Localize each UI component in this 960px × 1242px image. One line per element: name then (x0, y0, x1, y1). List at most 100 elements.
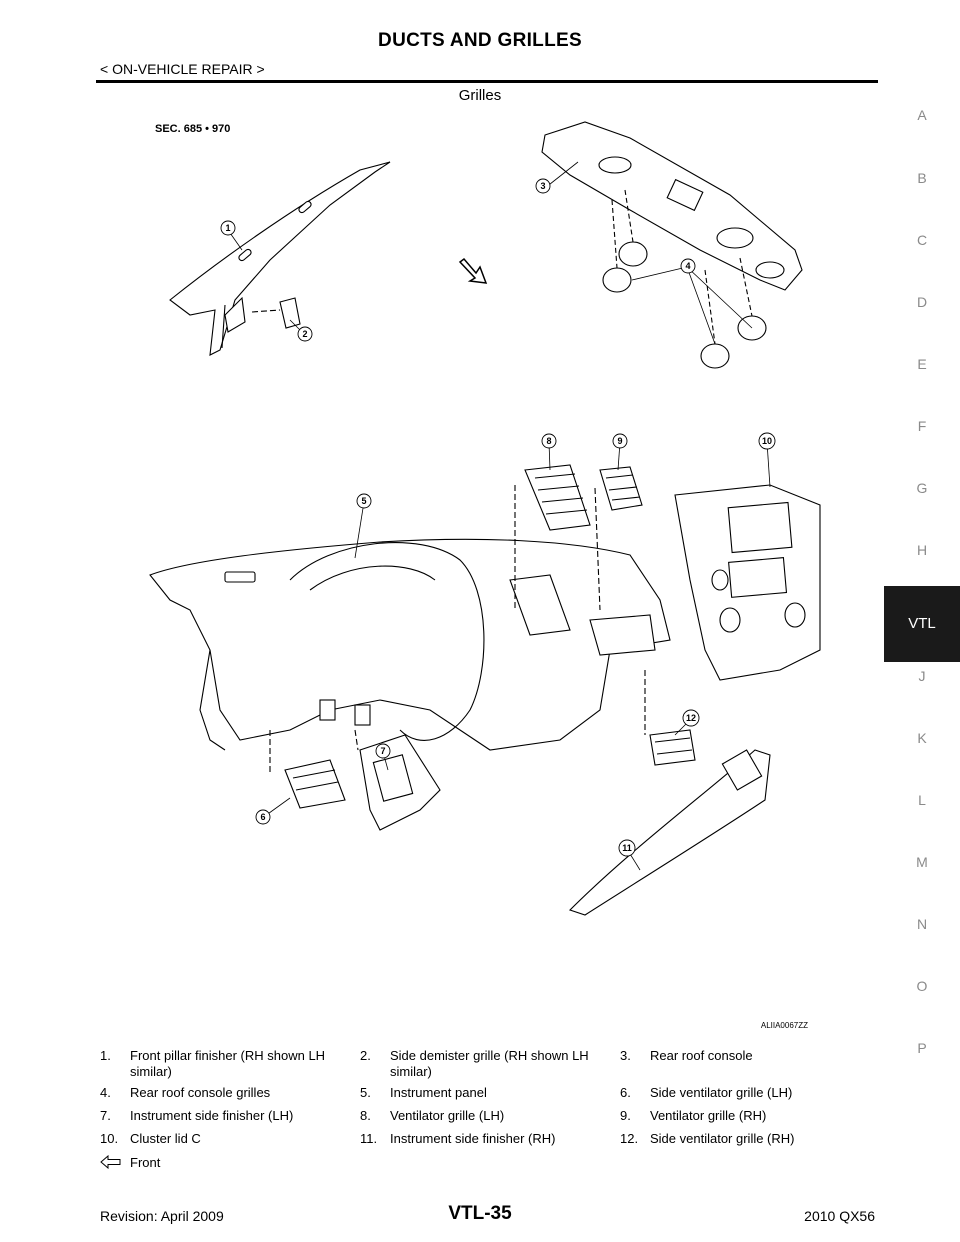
grilles-exploded-diagram: SEC. 685 • 970 (149, 121, 821, 1030)
legend-label: Instrument panel (390, 1085, 487, 1100)
legend-item: 3. Rear roof console (620, 1048, 880, 1080)
tab-b[interactable]: B (917, 170, 927, 186)
tab-f[interactable]: F (917, 418, 927, 434)
callout-6: 6 (255, 809, 271, 825)
legend-label: Front (130, 1155, 161, 1170)
svg-text:9: 9 (617, 436, 622, 446)
legend-row: 10. Cluster lid C 11. Instrument side fi… (100, 1131, 880, 1149)
callout-8: 8 (541, 433, 557, 449)
tab-k[interactable]: K (917, 730, 927, 746)
ventilator-grilles-drawing (514, 464, 643, 611)
legend-label: Side ventilator grille (RH) (650, 1131, 795, 1146)
tab-m[interactable]: M (916, 854, 928, 870)
callout-leaders (227, 161, 771, 871)
legend-number: 5. (360, 1085, 371, 1100)
legend-item-front: Front (100, 1154, 360, 1172)
svg-text:8: 8 (546, 436, 551, 446)
page-subtitle: < ON-VEHICLE REPAIR > (100, 61, 265, 77)
revision-date: Revision: April 2009 (100, 1208, 224, 1224)
parts-legend: 1. Front pillar finisher (RH shown LH si… (100, 1048, 880, 1177)
legend-label: Rear roof console (650, 1048, 753, 1063)
tab-h[interactable]: H (916, 542, 928, 558)
svg-text:1: 1 (225, 223, 230, 233)
legend-label: Ventilator grille (LH) (390, 1108, 505, 1123)
legend-label: Rear roof console grilles (130, 1085, 271, 1100)
legend-item: 6. Side ventilator grille (LH) (620, 1085, 880, 1103)
legend-item: 2. Side demister grille (RH shown LH sim… (360, 1048, 620, 1080)
lh-side-parts-drawing (269, 729, 441, 831)
legend-row: 1. Front pillar finisher (RH shown LH si… (100, 1048, 880, 1080)
callout-12: 12 (682, 709, 700, 727)
front-arrow-icon (100, 1154, 130, 1172)
tab-n[interactable]: N (916, 916, 928, 932)
svg-text:7: 7 (380, 746, 385, 756)
callout-10: 10 (758, 432, 776, 450)
legend-number: 1. (100, 1048, 111, 1063)
legend-row: 7. Instrument side finisher (LH) 8. Vent… (100, 1108, 880, 1126)
cluster-lid-drawing (674, 484, 821, 681)
legend-number: 3. (620, 1048, 631, 1063)
legend-number: 7. (100, 1108, 111, 1123)
callout-4: 4 (680, 258, 696, 274)
instrument-panel-drawing (149, 538, 671, 751)
front-pillar-finisher-drawing (169, 161, 391, 356)
svg-text:10: 10 (762, 436, 772, 446)
legend-item: 7. Instrument side finisher (LH) (100, 1108, 360, 1126)
legend-item: 4. Rear roof console grilles (100, 1085, 360, 1103)
tab-c[interactable]: C (916, 232, 928, 248)
legend-item: 5. Instrument panel (360, 1085, 620, 1103)
rear-roof-console-drawing (541, 121, 803, 369)
legend-item: 10. Cluster lid C (100, 1131, 360, 1149)
tab-o[interactable]: O (916, 978, 928, 994)
legend-label: Ventilator grille (RH) (650, 1108, 767, 1123)
legend-item: 9. Ventilator grille (RH) (620, 1108, 880, 1126)
legend-number: 4. (100, 1085, 111, 1100)
header-rule (96, 80, 878, 83)
legend-label: Cluster lid C (130, 1131, 201, 1146)
svg-text:3: 3 (540, 181, 545, 191)
section-number-label: SEC. 685 • 970 (155, 123, 230, 135)
legend-number: 9. (620, 1108, 631, 1123)
tab-g[interactable]: G (916, 480, 928, 496)
svg-text:6: 6 (260, 812, 265, 822)
legend-number: 11. (360, 1131, 378, 1146)
callout-2: 2 (297, 326, 313, 342)
legend-item: 12. Side ventilator grille (RH) (620, 1131, 880, 1149)
tab-vtl[interactable]: VTL (884, 586, 960, 662)
legend-number: 2. (360, 1048, 371, 1063)
callout-1: 1 (220, 220, 236, 236)
legend-item: 11. Instrument side finisher (RH) (360, 1131, 620, 1149)
section-title: Grilles (458, 87, 502, 104)
svg-text:11: 11 (622, 843, 632, 853)
svg-text:4: 4 (685, 261, 690, 271)
legend-row: 4. Rear roof console grilles 5. Instrume… (100, 1085, 880, 1103)
callout-5: 5 (356, 493, 372, 509)
callout-7: 7 (375, 743, 391, 759)
chapter-index-tabs: A B C D E F G H VTL J K L M N O P (884, 0, 960, 1242)
tab-p[interactable]: P (917, 1040, 927, 1056)
tab-a[interactable]: A (917, 107, 927, 123)
legend-number: 8. (360, 1108, 371, 1123)
front-direction-arrow-icon (458, 257, 488, 284)
legend-row: Front (100, 1154, 880, 1172)
tab-e[interactable]: E (917, 356, 927, 372)
legend-label: Side demister grille (RH shown LH simila… (390, 1048, 589, 1079)
legend-label: Front pillar finisher (RH shown LH simil… (130, 1048, 326, 1079)
legend-label: Side ventilator grille (LH) (650, 1085, 793, 1100)
svg-text:2: 2 (302, 329, 307, 339)
legend-label: Instrument side finisher (RH) (390, 1131, 556, 1146)
callout-3: 3 (535, 178, 551, 194)
figure-id: ALIIA0067ZZ (761, 1021, 808, 1030)
legend-number: 10. (100, 1131, 119, 1146)
tab-d[interactable]: D (916, 294, 928, 310)
legend-number: 12. (620, 1131, 639, 1146)
tab-l[interactable]: L (918, 792, 926, 808)
page-number: VTL-35 (448, 1203, 512, 1224)
legend-number: 6. (620, 1085, 631, 1100)
svg-text:12: 12 (686, 713, 696, 723)
legend-item: 8. Ventilator grille (LH) (360, 1108, 620, 1126)
tab-j[interactable]: J (918, 668, 926, 684)
svg-text:5: 5 (361, 496, 366, 506)
callout-11: 11 (618, 839, 636, 857)
legend-item: 1. Front pillar finisher (RH shown LH si… (100, 1048, 360, 1080)
